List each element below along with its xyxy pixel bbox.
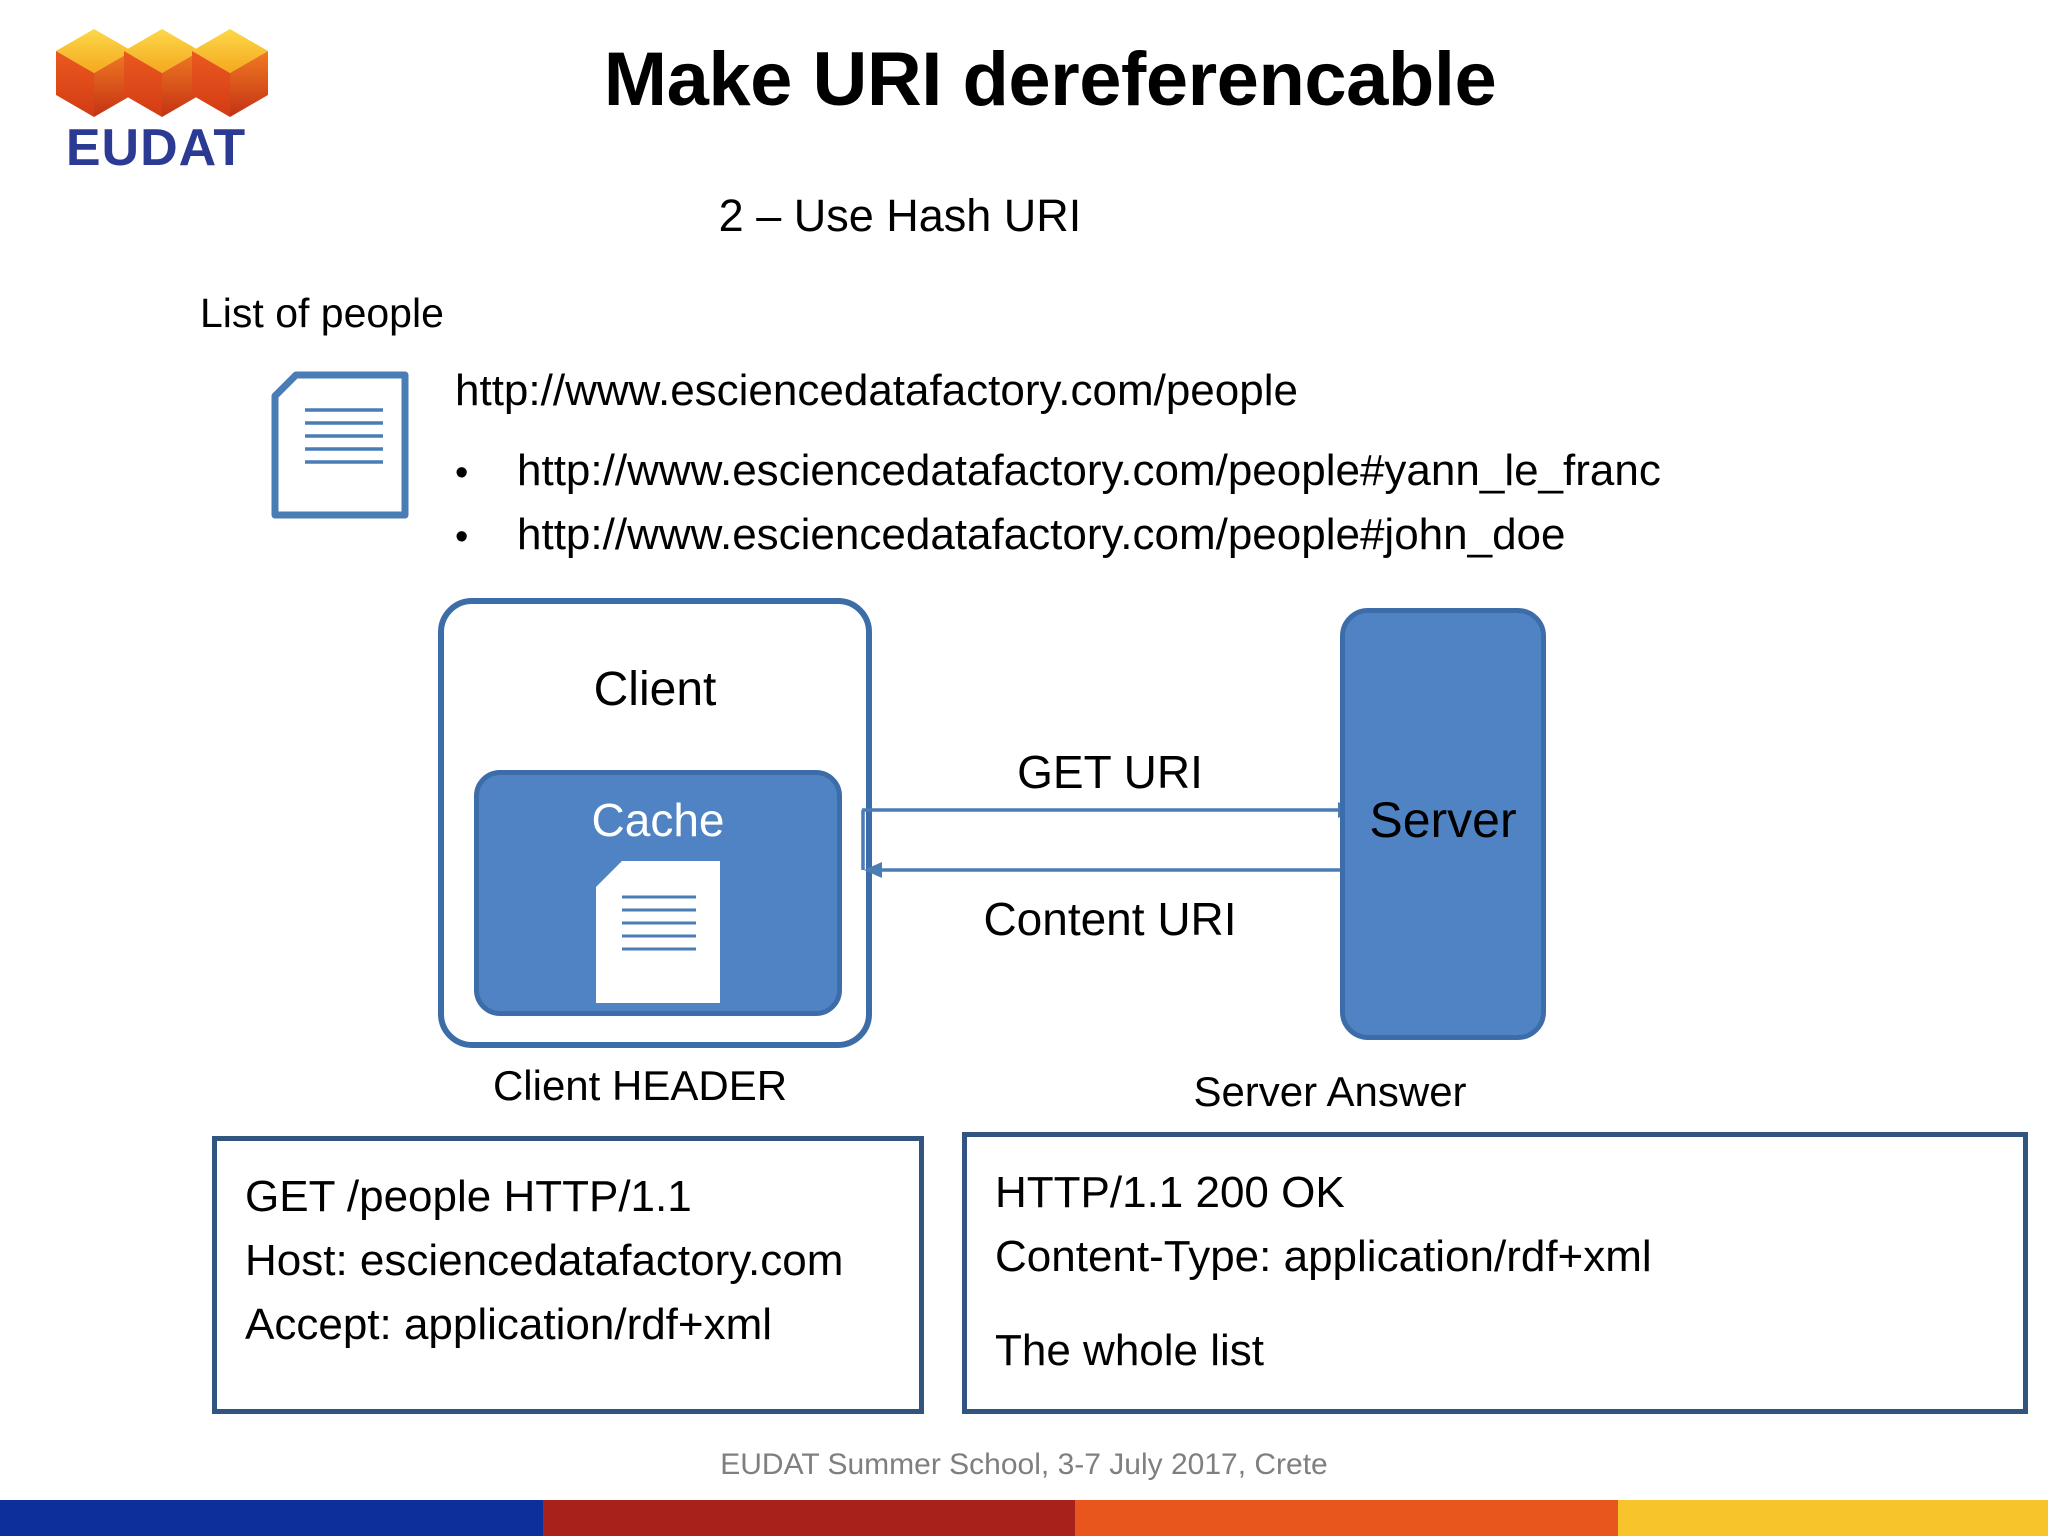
header-line: Host: esciencedatafactory.com (245, 1236, 844, 1285)
brand-colorbar (0, 1500, 2048, 1536)
uri-bullet-list: • http://www.esciencedatafactory.com/peo… (455, 440, 1905, 568)
server-answer-lines: HTTP/1.1 200 OK Content-Type: applicatio… (995, 1161, 2011, 1383)
server-box: Server (1340, 608, 1546, 1040)
three-isometric-cubes-icon (56, 29, 268, 117)
server-label: Server (1369, 792, 1517, 848)
colorbar-segment-dark-red (542, 1500, 1076, 1536)
client-header-caption: Client HEADER (492, 1062, 788, 1109)
slide-title: Make URI dereferencable (603, 37, 1497, 122)
colorbar-segment-orange (1075, 1500, 1618, 1536)
bullet-marker: • (455, 452, 469, 494)
colorbar-segment-blue (0, 1500, 543, 1536)
eudat-wordmark: EUDAT (65, 119, 247, 177)
bullet-uri-text: http://www.esciencedatafactory.com/peopl… (517, 510, 1566, 559)
request-response-arrows (861, 802, 1358, 878)
header-line: GET /people HTTP/1.1 (245, 1172, 692, 1221)
content-uri-arrow-label: Content URI (983, 893, 1237, 945)
document-icon (271, 371, 409, 519)
client-header-box: GET /people HTTP/1.1 Host: esciencedataf… (212, 1136, 924, 1414)
list-item: • http://www.esciencedatafactory.com/peo… (455, 504, 1905, 568)
header-line: Accept: application/rdf+xml (245, 1300, 773, 1349)
server-answer-caption: Server Answer (1193, 1068, 1467, 1115)
header-line: HTTP/1.1 200 OK (995, 1168, 1345, 1217)
slide-footer: EUDAT Summer School, 3-7 July 2017, Cret… (720, 1448, 1328, 1481)
list-of-people-label: List of people (200, 290, 444, 336)
arrow-head-left-icon (864, 862, 882, 878)
server-answer-box: HTTP/1.1 200 OK Content-Type: applicatio… (962, 1132, 2028, 1414)
bullet-uri-text: http://www.esciencedatafactory.com/peopl… (517, 446, 1661, 495)
get-uri-arrow-label: GET URI (1017, 746, 1203, 798)
list-item: • http://www.esciencedatafactory.com/peo… (455, 440, 1905, 504)
eudat-logo: EUDAT (38, 18, 278, 178)
header-line: The whole list (995, 1326, 1265, 1375)
cache-label: Cache (591, 794, 725, 846)
document-icon (596, 861, 720, 1003)
client-header-lines: GET /people HTTP/1.1 Host: esciencedataf… (245, 1165, 907, 1357)
slide-subtitle: 2 – Use Hash URI (718, 190, 1082, 241)
colorbar-segment-gold (1617, 1500, 2048, 1536)
main-uri-text: http://www.esciencedatafactory.com/peopl… (455, 366, 1298, 415)
header-line: Content-Type: application/rdf+xml (995, 1232, 1652, 1281)
bullet-marker: • (455, 516, 469, 558)
client-box: Client Cache (438, 598, 872, 1048)
cache-box: Cache (474, 770, 842, 1016)
client-label: Client (593, 663, 717, 716)
header-line-blank (995, 1289, 2011, 1319)
